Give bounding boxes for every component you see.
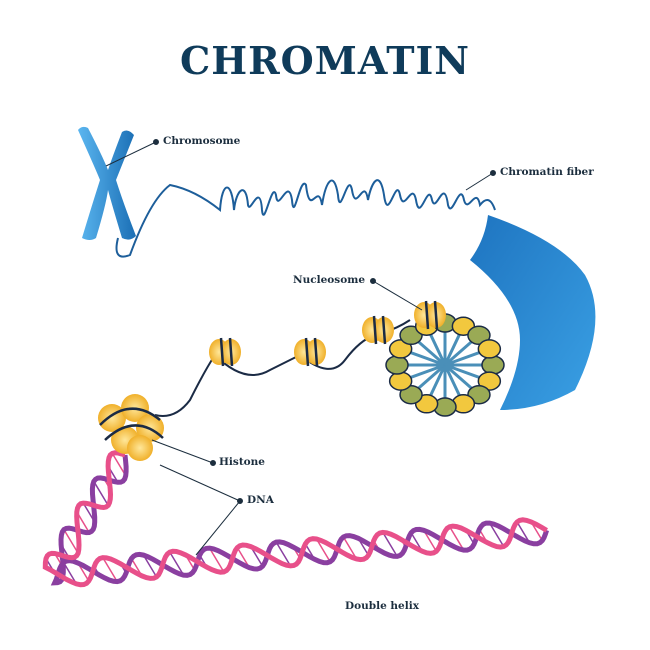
page-title: CHROMATIN [179,38,471,83]
nucleosome-bead [414,300,446,330]
nucleosome-bead [209,337,241,367]
base-pair [449,526,465,551]
base-pair [382,532,398,557]
nucleosome-bead [362,315,394,345]
label-chromatin-fiber: Chromatin fiber [500,166,594,178]
label-histone: Histone [219,456,265,468]
base-pair [93,481,109,506]
dna-strand-purple [50,454,549,586]
base-pair [142,554,158,578]
label-nucleosome: Nucleosome [293,274,366,286]
nucleosome-bead [294,337,326,367]
condensed-fiber [470,215,596,410]
nucleosome-ring [385,313,505,417]
ring-nucleosome [443,364,476,414]
base-pair [315,538,331,563]
histone-icon [98,394,164,461]
base-pair [169,551,185,576]
double-helix [42,450,549,588]
base-pair [62,562,78,585]
ring-nucleosome [443,316,476,366]
ring-nucleosome [385,355,445,375]
dna-strand-pink [42,450,548,588]
label-double-helix: Double helix [345,600,419,612]
ring-nucleosome [444,339,502,367]
base-pair [208,547,225,573]
base-pair [111,453,127,477]
label-dna: DNA [247,494,274,506]
base-pair [102,557,118,582]
ring-nucleosome [399,363,446,405]
base-pair [275,541,292,567]
chromosome-icon [78,126,136,240]
base-pair [489,522,505,547]
label-chromosome: Chromosome [163,135,241,147]
ring-nucleosome [388,363,446,391]
base-pair [63,529,79,554]
ring-nucleosome [388,339,446,367]
leader-lines [105,139,496,556]
chromatin-fiber-strand [115,179,496,258]
ring-nucleosome [444,363,502,391]
ring-nucleosome [444,325,491,367]
base-pair [342,536,358,560]
